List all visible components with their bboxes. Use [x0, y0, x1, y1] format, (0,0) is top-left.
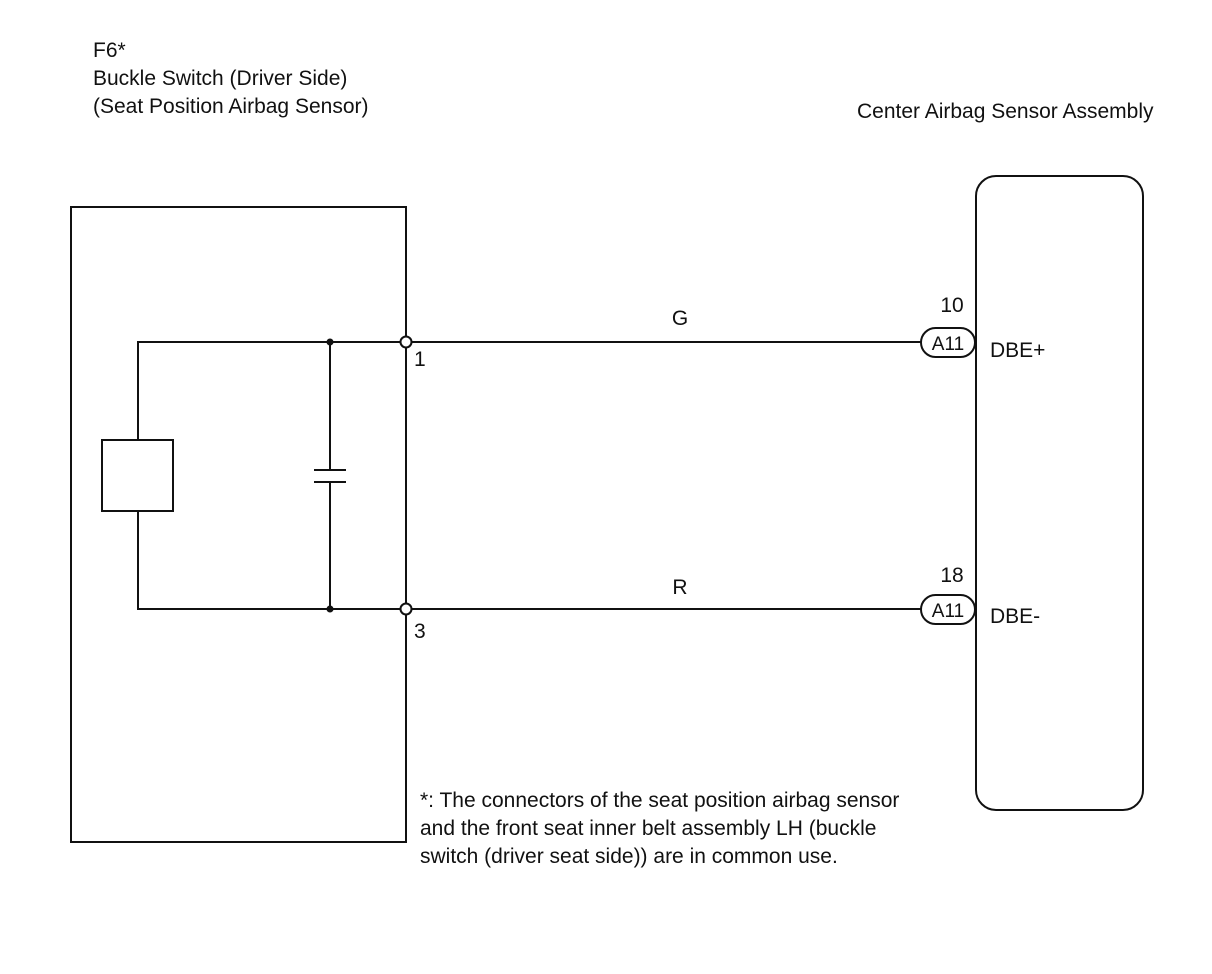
center-airbag-sensor-box [975, 175, 1144, 811]
internal-wire-bottom [137, 511, 406, 610]
terminal-1 [399, 335, 413, 349]
junction-dot-bottom [326, 605, 334, 613]
pin-label-left-3: 3 [414, 620, 426, 643]
left-component-subname: (Seat Position Airbag Sensor) [93, 95, 369, 118]
left-connector-id: F6* [93, 39, 126, 62]
terminal-name-dbe-minus: DBE- [990, 605, 1040, 628]
footnote-line: switch (driver seat side)) are in common… [420, 845, 838, 868]
wire-color-g: G [672, 307, 688, 330]
internal-wire-top [137, 341, 406, 440]
connector-a11-bottom [920, 594, 976, 625]
connector-a11-top [920, 327, 976, 358]
switch-element [101, 439, 174, 512]
footnote: *: The connectors of the seat position a… [420, 787, 980, 871]
right-component-name: Center Airbag Sensor Assembly [857, 100, 1154, 123]
footnote-line: *: The connectors of the seat position a… [420, 789, 900, 812]
connector-label-bottom: A11 [932, 601, 964, 622]
left-component-name: Buckle Switch (Driver Side) [93, 67, 348, 90]
terminal-3 [399, 602, 413, 616]
junction-dot-top [326, 338, 334, 346]
buckle-switch-box [70, 206, 407, 843]
wire-color-r: R [672, 576, 687, 599]
pin-label-left-1: 1 [414, 348, 426, 371]
pin-label-right-10: 10 [940, 294, 963, 317]
connector-label-top: A11 [932, 334, 964, 355]
footnote-line: and the front seat inner belt assembly L… [420, 817, 877, 840]
pin-label-right-18: 18 [940, 564, 963, 587]
terminal-name-dbe-plus: DBE+ [990, 339, 1045, 362]
